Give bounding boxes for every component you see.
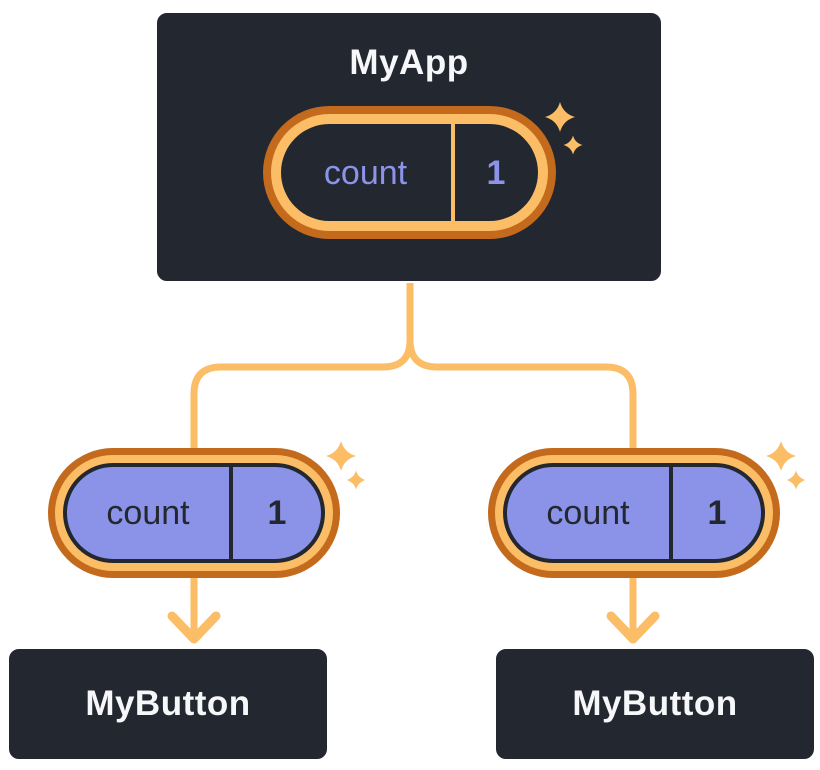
arrow-right-head-icon: [606, 611, 660, 644]
sparkle-large-icon: [326, 441, 356, 471]
branch-line-left: [190, 282, 414, 452]
state-pill-ring: count 1: [270, 114, 548, 232]
prop-pill-right-value: 1: [707, 494, 727, 532]
node-mybutton-right: MyButton: [494, 647, 816, 761]
branch-line-right: [406, 282, 637, 452]
prop-pill-right-body: count 1: [503, 463, 765, 563]
sparkle-small-icon: [786, 470, 806, 490]
prop-pill-left-divider: [229, 467, 233, 559]
prop-pill-right-ring: count 1: [495, 455, 773, 571]
node-myapp-title: MyApp: [349, 43, 469, 82]
node-mybutton-left-title: MyButton: [85, 683, 251, 723]
sparkle-small-icon: [346, 470, 366, 490]
prop-pill-left-label: count: [106, 494, 190, 532]
prop-pill-right-label: count: [546, 494, 630, 532]
prop-pill-left-ring: count 1: [55, 455, 333, 571]
prop-pill-right-divider: [669, 467, 673, 559]
node-mybutton-right-title: MyButton: [572, 683, 738, 723]
arrow-left-head-icon: [167, 611, 221, 644]
prop-pill-left: count 1: [48, 448, 340, 578]
prop-pill-right: count 1: [488, 448, 780, 578]
node-mybutton-left: MyButton: [7, 647, 329, 761]
node-myapp: MyApp count 1: [155, 11, 663, 283]
state-pill-label: count: [323, 153, 408, 192]
state-pill-value: 1: [486, 153, 506, 192]
prop-pill-left-body: count 1: [63, 463, 325, 563]
sparkle-large-icon: [766, 441, 796, 471]
state-pill-myapp: count 1: [262, 106, 556, 240]
state-pill-divider: [450, 124, 455, 222]
prop-pill-left-value: 1: [267, 494, 287, 532]
state-pill-body: count 1: [280, 124, 538, 222]
